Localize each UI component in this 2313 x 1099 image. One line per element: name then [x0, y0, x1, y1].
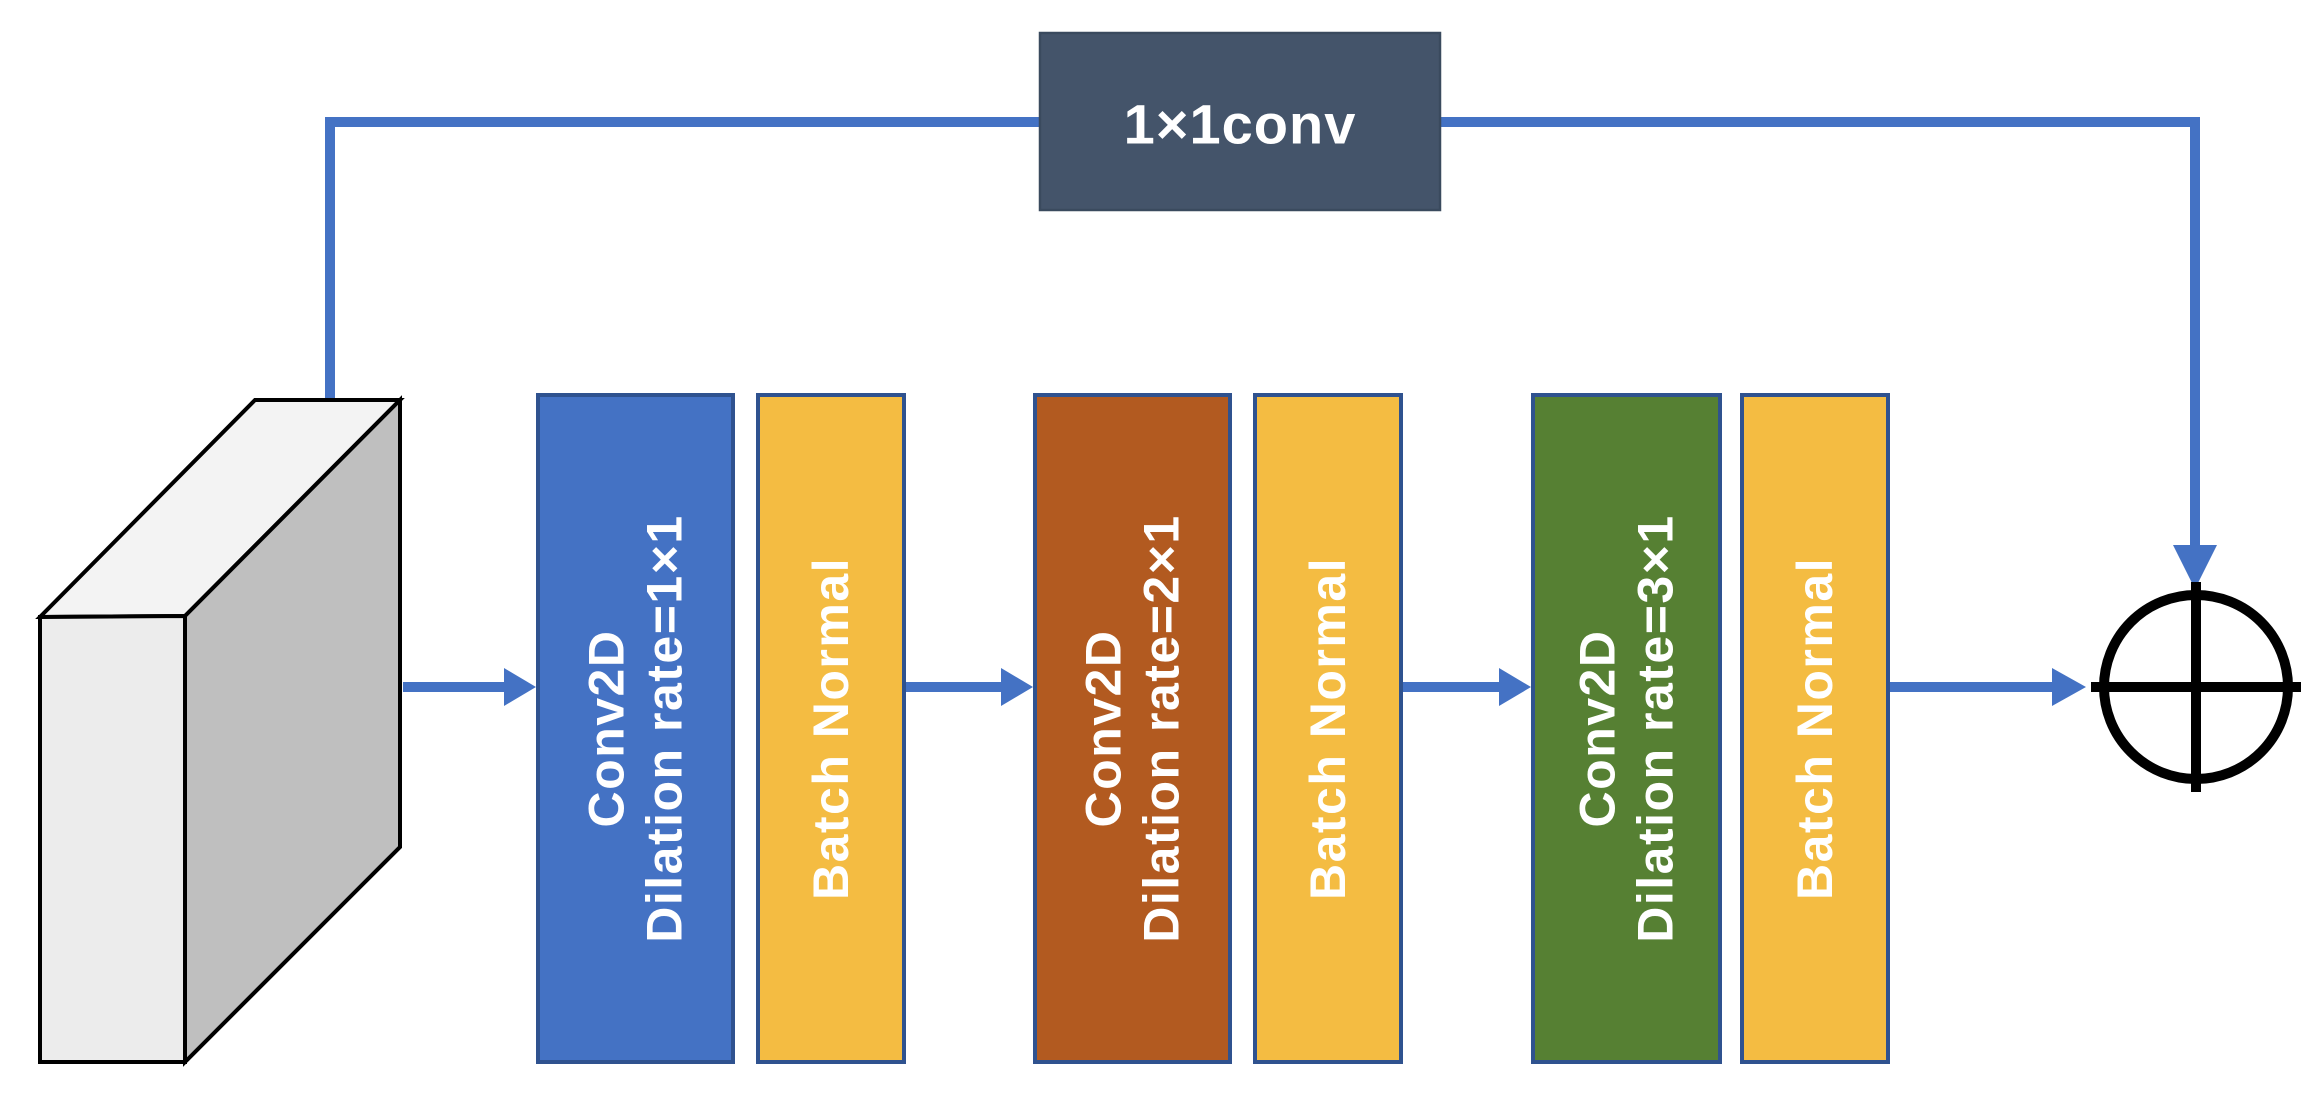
- skip-conv-rect: [1038, 31, 1442, 212]
- arrowhead-conv3-icon: [1499, 668, 1531, 706]
- conv3-rect: [1531, 393, 1722, 1064]
- bn1-label: Batch Normal: [803, 557, 859, 900]
- bn1-rect: [756, 393, 906, 1064]
- skip-conv-label: 1×1conv: [1124, 93, 1357, 156]
- conv3-block: Conv2D Dilation rate=3×1: [1531, 393, 1722, 1064]
- conv2-block: Conv2D Dilation rate=2×1: [1033, 393, 1232, 1064]
- arrowhead-conv2-icon: [1001, 668, 1033, 706]
- sum-node: [2091, 582, 2301, 792]
- bn2-rect: [1253, 393, 1403, 1064]
- bn2-label: Batch Normal: [1300, 557, 1356, 900]
- bn3-label: Batch Normal: [1787, 557, 1843, 900]
- conv1-label-line1: Conv2D: [579, 630, 635, 828]
- conv3-label-line1: Conv2D: [1570, 630, 1626, 828]
- arrowhead-sum-icon: [2052, 668, 2086, 706]
- arrowhead-conv1-icon: [504, 668, 536, 706]
- skip-conv-box: 1×1conv: [1038, 31, 1442, 212]
- conv1-rect: [536, 393, 735, 1064]
- conv1-label-line2: Dilation rate=1×1: [637, 514, 693, 942]
- conv3-label-line2: Dilation rate=3×1: [1628, 514, 1684, 942]
- conv2-label-line2: Dilation rate=2×1: [1134, 514, 1190, 942]
- input-tensor: [35, 395, 405, 1067]
- skip-down-arrowhead-icon: [2173, 545, 2217, 589]
- conv1-block: Conv2D Dilation rate=1×1: [536, 393, 735, 1064]
- bn2-block: Batch Normal: [1253, 393, 1403, 1064]
- tensor-front-face: [38, 613, 187, 1064]
- bn3-rect: [1740, 393, 1890, 1064]
- flow-arrows: [403, 668, 2086, 706]
- bn1-block: Batch Normal: [756, 393, 906, 1064]
- bn3-block: Batch Normal: [1740, 393, 1890, 1064]
- conv2-label-line1: Conv2D: [1076, 630, 1132, 828]
- conv2-rect: [1033, 393, 1232, 1064]
